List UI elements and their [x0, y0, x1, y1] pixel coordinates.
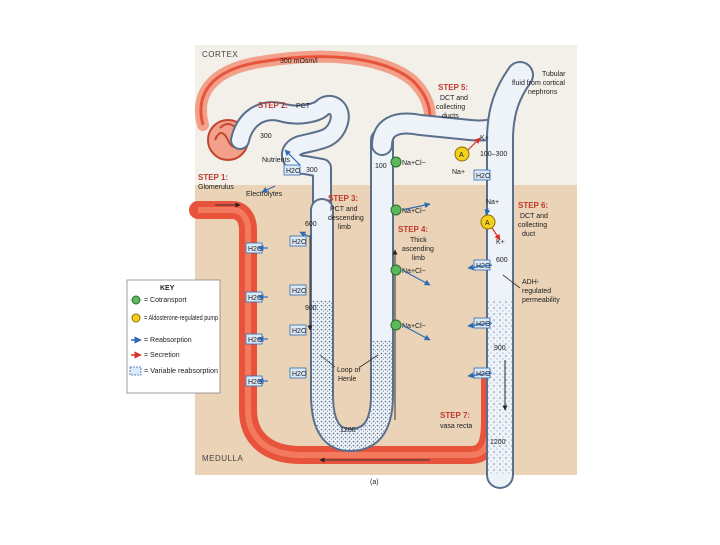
key-item-pump: = Aldosterone-regulated pump	[131, 313, 218, 323]
step7-title: STEP 7:	[440, 411, 470, 420]
step3-line1: PCT and	[330, 206, 358, 213]
na-label-1: Na+	[452, 169, 465, 176]
step2-sub: PCT	[296, 103, 311, 110]
h2o-label-5: H2O	[292, 371, 307, 378]
key-title: KEY	[160, 285, 175, 292]
osm-cd2: 900	[494, 345, 506, 352]
osm-desc2: 900	[305, 305, 317, 312]
key-item-variable: = Variable reabsorption	[129, 366, 218, 376]
h2o-label-8: H2O	[248, 337, 263, 344]
key-item-reabsorption: = Reabsorption	[131, 336, 192, 344]
nacl-label-3: Na+Cl−	[402, 268, 426, 275]
h2o-label-6: H2O	[248, 246, 263, 253]
step6-title: STEP 6:	[518, 201, 548, 210]
pump-a-1: A	[459, 152, 464, 159]
h2o-box-pct: H2O	[283, 164, 301, 176]
step5-title: STEP 5:	[438, 83, 468, 92]
adh-label-line1: ADH-	[522, 279, 540, 286]
step4-line2: ascending	[402, 246, 434, 253]
k-label-2: K+	[496, 239, 505, 246]
step5-line1: DCT and	[440, 95, 468, 102]
aldosterone-pump-dct: A K+ Na+	[452, 135, 489, 176]
h2o-label-2: H2O	[292, 239, 307, 246]
step4-title: STEP 4:	[398, 225, 428, 234]
osm-top-label: 300 mOsm/l	[280, 58, 318, 65]
cortex-label: CORTEX	[202, 50, 238, 59]
nacl-label-4: Na+Cl−	[402, 323, 426, 330]
osm-pct: 300	[260, 133, 272, 140]
h2o-label-7: H2O	[248, 295, 263, 302]
h2o-label-4: H2O	[292, 328, 307, 335]
h2o-box-desc-3: H2O	[289, 324, 307, 336]
step3-line3: limb	[338, 224, 351, 231]
aldosterone-pump-icon	[131, 313, 141, 323]
figure-label: (a)	[370, 479, 379, 486]
tubular-fluid-line2: fluid from cortical	[512, 80, 565, 87]
adh-label-line2: regulated	[522, 288, 551, 295]
variable-reabsorption-icon	[129, 366, 142, 376]
step5-line3: ducts	[442, 113, 459, 120]
key-item-secretion: = Secretion	[131, 351, 180, 359]
step3-line2: descending	[328, 215, 364, 222]
h2o-label-1: H2O	[286, 168, 301, 175]
step6-line3: duct	[522, 231, 535, 238]
h2o-box-desc-2: H2O	[289, 284, 307, 296]
osm-cd1: 600	[496, 257, 508, 264]
tubular-fluid-line1: Tubular	[542, 71, 566, 78]
key-label-pump: = Aldosterone-regulated pump	[144, 315, 218, 322]
step6-line1: DCT and	[520, 213, 548, 220]
nacl-label-1: Na+Cl−	[402, 160, 426, 167]
na-label-2: Na+	[486, 199, 499, 206]
cotransporter-asc-1: Na+Cl−	[390, 204, 426, 216]
legend-key: KEY = Cotransport = Aldosterone-regulate…	[126, 279, 221, 394]
green-circle-icon	[131, 295, 141, 305]
h2o-label-9: H2O	[248, 379, 263, 386]
pump-a-2: A	[485, 220, 490, 227]
key-label-reabsorption: = Reabsorption	[144, 337, 192, 344]
h2o-label-3: H2O	[292, 288, 307, 295]
step1-sub: Glomerulus	[198, 184, 234, 191]
step2-title: STEP 2:	[258, 101, 288, 110]
step6-line2: collecting	[518, 222, 547, 229]
osm-desc: 600	[305, 221, 317, 228]
cotransporter-asc-3: Na+Cl−	[390, 319, 426, 331]
step3-title: STEP 3:	[328, 194, 358, 203]
step1-title: STEP 1:	[198, 173, 228, 182]
h2o-box-desc-4: H2O	[289, 367, 307, 379]
cotransporter-asc-2: Na+Cl−	[390, 264, 426, 276]
key-item-cotransport: = Cotransport	[131, 295, 187, 305]
key-label-variable: = Variable reabsorption	[144, 368, 218, 375]
osm-pct2: 300	[306, 167, 318, 174]
step4-line3: limb	[412, 255, 425, 262]
nacl-label-2: Na+Cl−	[402, 208, 426, 215]
osm-dct: 100–300	[480, 151, 507, 158]
h2o-label-10: H2O	[476, 173, 491, 180]
osm-bottom: 1200	[340, 427, 356, 434]
cotransporter-dct: Na+Cl−	[390, 156, 426, 168]
h2o-box-cd-1: H2O	[473, 169, 491, 181]
loop-label-line2: Henle	[338, 376, 356, 383]
osm-asc: 100	[375, 163, 387, 170]
electrolytes-label: Electrolytes	[246, 191, 283, 198]
key-label-secretion: = Secretion	[144, 352, 180, 359]
medulla-label: MEDULLA	[202, 454, 243, 463]
loop-label-line1: Loop of	[337, 367, 360, 374]
step7-sub: vasa recta	[440, 423, 472, 430]
adh-label-line3: permeability	[522, 297, 560, 304]
tubular-fluid-line3: nephrons	[528, 89, 558, 96]
key-label-cotransport: = Cotransport	[144, 297, 187, 304]
h2o-box-desc-1: H2O	[289, 235, 307, 247]
nutrients-label: Nutrients	[262, 157, 291, 164]
step4-line1: Thick	[410, 237, 427, 244]
osm-cd-bottom: 1200	[490, 439, 506, 446]
k-label-1: K+	[480, 135, 489, 142]
step5-line2: collecting	[436, 104, 465, 111]
